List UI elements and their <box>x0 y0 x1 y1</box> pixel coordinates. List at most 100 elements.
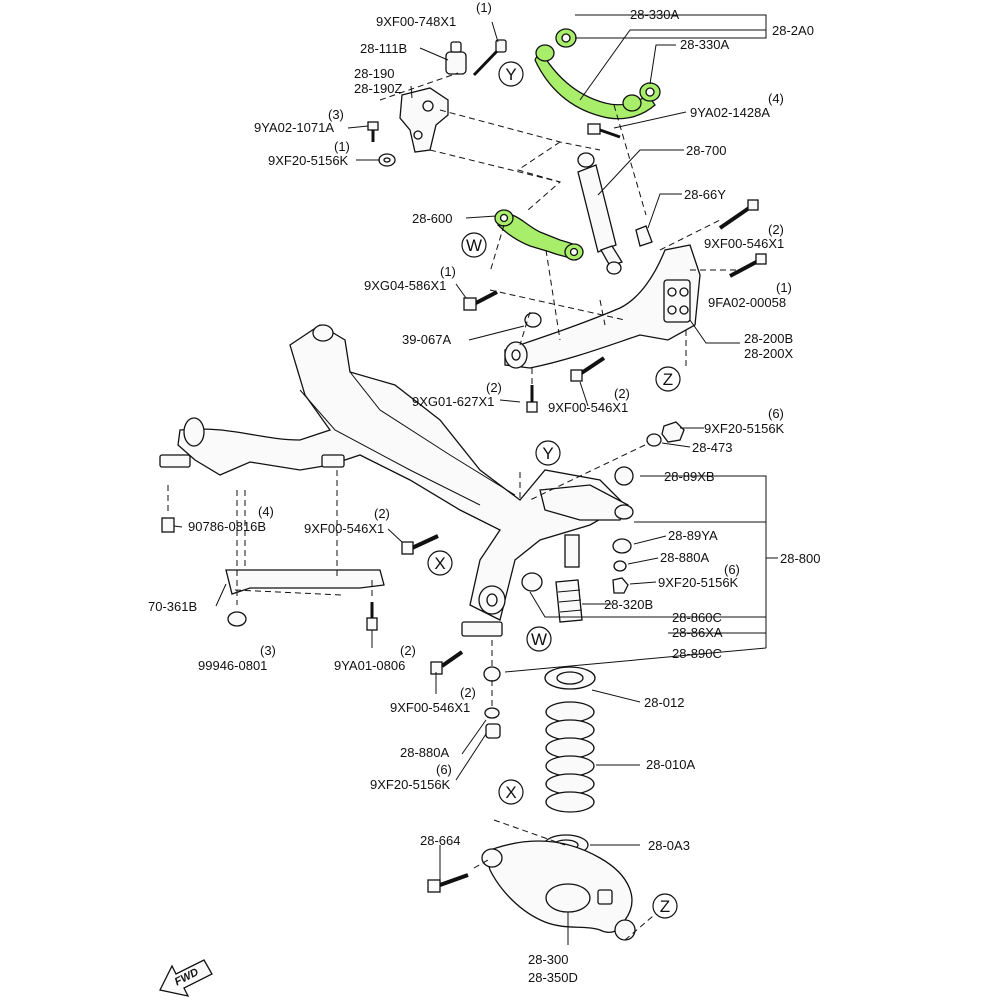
bushing-39-067A <box>524 312 542 328</box>
trailing-arm-28-200B <box>504 244 701 369</box>
qty-9XF20-5156K-bottom: (6) <box>436 762 452 777</box>
label-28-330A-2: 28-330A <box>680 37 729 52</box>
qty-9XF00-546X1-c: (2) <box>374 506 390 521</box>
label-9YA01-0806: 9YA01-0806 <box>334 658 405 673</box>
label-28-664: 28-664 <box>420 833 460 848</box>
qty-9XF20-5156K-right: (6) <box>724 562 740 577</box>
bolt-9XG04-586X1 <box>463 290 498 311</box>
crossmember-subframe <box>159 324 627 637</box>
nut-9XF20-5156K-right <box>612 577 629 594</box>
washer-28-473 <box>646 433 662 447</box>
label-28-190: 28-190 <box>354 66 394 81</box>
label-28-300: 28-300 <box>528 952 568 967</box>
qty-9XF00-546X1-d: (2) <box>460 685 476 700</box>
spring-seat-28-012 <box>544 666 596 690</box>
bolt-9YA02-1071A <box>367 121 379 142</box>
label-9XG01-627X1: 9XG01-627X1 <box>412 394 494 409</box>
svg-text:Z: Z <box>663 370 673 389</box>
label-9XG04-586X1: 9XG04-586X1 <box>364 278 446 293</box>
marker-y-upper: Y <box>498 61 524 87</box>
label-28-0A3: 28-0A3 <box>648 838 690 853</box>
label-28-700: 28-700 <box>686 143 726 158</box>
bump-stop-28-111B <box>445 41 467 75</box>
label-9XF00-546X1-a: 9XF00-546X1 <box>704 236 784 251</box>
washer-28-880A-lower <box>484 707 500 719</box>
marker-x-mid: X <box>427 550 453 576</box>
cap-28-860C <box>521 572 543 592</box>
label-28-350D: 28-350D <box>528 970 578 985</box>
label-9XF00-546X1-c: 9XF00-546X1 <box>304 521 384 536</box>
nut-99946-0801 <box>227 611 247 627</box>
bushing-28-330A-upper <box>555 28 577 48</box>
qty-9FA02-00058: (1) <box>776 280 792 295</box>
bolt-90786-0816B <box>161 517 175 533</box>
qty-99946-0801: (3) <box>260 643 276 658</box>
label-9XF00-546X1-b: 9XF00-546X1 <box>548 400 628 415</box>
label-70-361B: 70-361B <box>148 599 197 614</box>
mount-28-89YA <box>612 538 632 554</box>
label-28-012: 28-012 <box>644 695 684 710</box>
forward-arrow-icon: FWD <box>159 959 213 997</box>
label-9YA02-1071A: 9YA02-1071A <box>254 120 334 135</box>
bolt-9XF00-546X1-c <box>401 534 439 555</box>
bolt-28-664 <box>427 873 469 893</box>
upper-arm-28-2A0 <box>534 44 656 120</box>
label-9YA02-1428A: 9YA02-1428A <box>690 105 770 120</box>
mount-28-89XB <box>614 466 634 486</box>
label-28-320B: 28-320B <box>604 597 653 612</box>
label-28-800: 28-800 <box>780 551 820 566</box>
label-28-66Y: 28-66Y <box>684 187 726 202</box>
marker-y-lower: Y <box>535 440 561 466</box>
label-39-067A: 39-067A <box>402 332 451 347</box>
label-28-890C: 28-890C <box>672 646 722 661</box>
label-28-89XB: 28-89XB <box>664 469 715 484</box>
leader-lines <box>173 14 778 945</box>
label-28-111B: 28-111B <box>360 41 407 56</box>
qty-9XF00-546X1-a: (2) <box>768 222 784 237</box>
label-90786-0816B: 90786-0816B <box>188 519 266 534</box>
label-28-89YA: 28-89YA <box>668 528 718 543</box>
lower-arm-28-300 <box>481 840 636 941</box>
bolt-9XF00-546X1-b <box>570 356 606 382</box>
bump-stop-28-320B <box>555 579 583 623</box>
qty-9XG04-586X1: (1) <box>440 264 456 279</box>
brace-70-361B <box>225 569 385 595</box>
marker-x-lower: X <box>498 779 524 805</box>
qty-9XF20-5156K-top: (1) <box>334 139 350 154</box>
bushing-28-890C <box>483 666 501 682</box>
svg-text:X: X <box>434 554 445 573</box>
svg-text:Z: Z <box>660 897 670 916</box>
marker-w-upper: W <box>461 232 487 258</box>
bolt-9XF00-546X1-d <box>430 650 464 675</box>
nut-9XF20-5156K-bottom <box>485 723 501 739</box>
label-9XF20-5156K-top: 9XF20-5156K <box>268 153 349 168</box>
label-28-880A-upper: 28-880A <box>660 550 709 565</box>
coil-spring-28-010A <box>545 701 595 813</box>
marker-w-lower: W <box>526 626 552 652</box>
svg-text:Y: Y <box>542 444 553 463</box>
label-28-86XA: 28-86XA <box>672 625 723 640</box>
svg-text:X: X <box>505 783 516 802</box>
label-28-2A0: 28-2A0 <box>772 23 814 38</box>
label-99946-0801: 99946-0801 <box>198 658 267 673</box>
lateral-link-28-600 <box>494 209 584 261</box>
svg-text:W: W <box>531 630 547 649</box>
marker-z-lower: Z <box>652 893 678 919</box>
bolt-9XF00-748X1 <box>472 39 507 77</box>
label-28-010A: 28-010A <box>646 757 695 772</box>
label-9FA02-00058: 9FA02-00058 <box>708 295 786 310</box>
label-28-330A-1: 28-330A <box>630 7 679 22</box>
shock-absorber-28-700 <box>577 152 623 275</box>
bracket-28-190 <box>399 87 449 153</box>
label-28-600: 28-600 <box>412 211 452 226</box>
qty-9YA02-1071A: (3) <box>328 107 344 122</box>
label-28-860C: 28-860C <box>672 610 722 625</box>
top-mount-bracket-28-800 <box>539 484 634 568</box>
bump-stop-28-66Y <box>635 225 653 247</box>
label-9XF20-5156K-mid: 9XF20-5156K <box>704 421 785 436</box>
bolt-9YA02-1428A <box>587 123 621 139</box>
qty-90786-0816B: (4) <box>258 504 274 519</box>
label-28-880A-lower: 28-880A <box>400 745 449 760</box>
qty-9YA01-0806: (2) <box>400 643 416 658</box>
